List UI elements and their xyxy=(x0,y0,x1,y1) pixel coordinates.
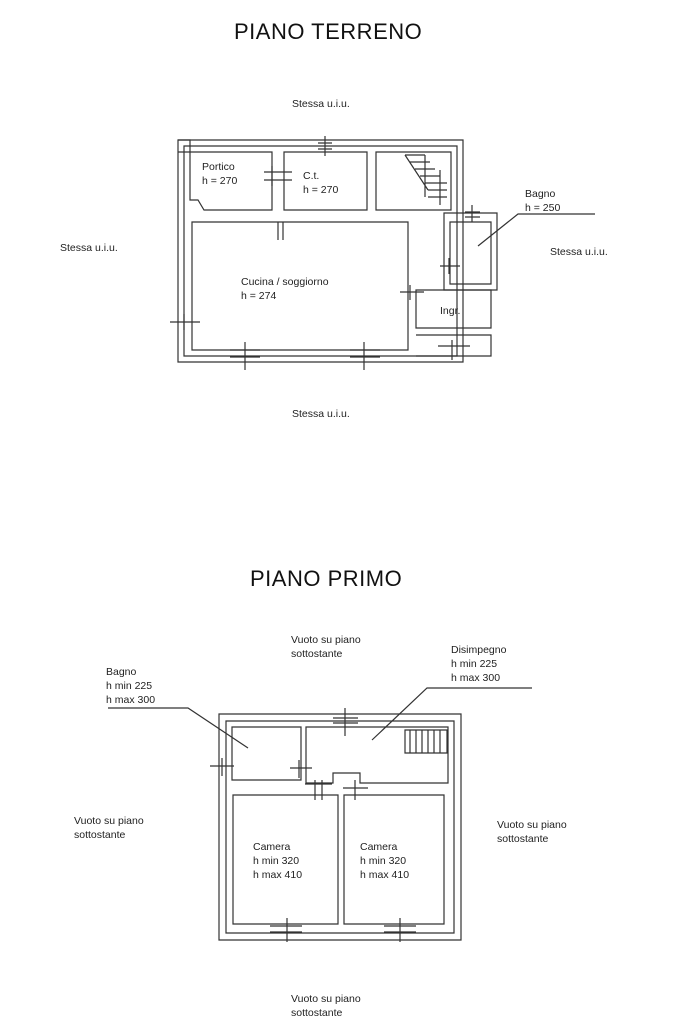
ground-floor-plan xyxy=(170,136,595,370)
cucina-name: Cucina / soggiorno xyxy=(241,276,329,288)
ingresso-name: Ingr. xyxy=(440,305,461,317)
ct-label: C.t. h = 270 xyxy=(303,169,338,197)
camera-left-hmin: h min 320 xyxy=(253,855,300,867)
bagno-first-name: Bagno xyxy=(106,666,137,678)
portico-label: Portico h = 270 xyxy=(202,160,237,188)
ground-floor-title: PIANO TERRENO xyxy=(234,19,423,44)
ingresso-label: Ingr. xyxy=(440,304,460,318)
ct-name: C.t. xyxy=(303,170,320,182)
camera-right-room xyxy=(343,794,445,925)
ground-surround-top: Stessa u.i.u. xyxy=(292,98,350,110)
portico-name: Portico xyxy=(202,161,235,173)
first-surround-top: Vuoto su piano sottostante xyxy=(291,633,361,661)
ground-surround-right: Stessa u.i.u. xyxy=(550,246,608,258)
disimpegno-name: Disimpegno xyxy=(451,644,507,656)
cucina-label: Cucina / soggiorno h = 274 xyxy=(241,275,329,303)
first-surround-left: Vuoto su piano sottostante xyxy=(74,814,144,842)
ingresso-room xyxy=(415,289,492,329)
ground-outer-wall xyxy=(177,139,464,363)
camera-right-hmin: h min 320 xyxy=(360,855,407,867)
bagno-first-hmax: h max 300 xyxy=(106,694,156,706)
first-surround-top-line1: Vuoto su piano xyxy=(291,634,361,646)
bagno-ground-height: h = 250 xyxy=(525,202,561,214)
stair-well xyxy=(375,151,452,211)
disimpegno-label: Disimpegno h min 225 h max 300 xyxy=(451,643,506,685)
bagno-first-label: Bagno h min 225 h max 300 xyxy=(106,665,155,707)
ct-room xyxy=(283,151,368,211)
camera-right-name: Camera xyxy=(360,841,398,853)
bagno-ground-room xyxy=(443,212,498,291)
first-surround-right-line1: Vuoto su piano xyxy=(497,819,567,831)
first-surround-bottom: Vuoto su piano sottostante xyxy=(291,992,361,1020)
ct-height: h = 270 xyxy=(303,184,339,196)
bagno-first-hmin: h min 225 xyxy=(106,680,153,692)
portico-room xyxy=(189,151,273,211)
ground-surround-bottom: Stessa u.i.u. xyxy=(292,408,350,420)
camera-left-label: Camera h min 320 h max 410 xyxy=(253,840,302,882)
first-surround-left-line1: Vuoto su piano xyxy=(74,815,144,827)
bagno-first-room xyxy=(231,726,302,781)
first-floor-plan xyxy=(108,687,532,942)
portico-height: h = 270 xyxy=(202,175,238,187)
camera-left-room xyxy=(232,794,339,925)
first-surround-left-line2: sottostante xyxy=(74,829,126,841)
bagno-ground-name: Bagno xyxy=(525,188,556,200)
first-floor-title: PIANO PRIMO xyxy=(250,566,403,591)
cucina-height: h = 274 xyxy=(241,290,277,302)
first-surround-right: Vuoto su piano sottostante xyxy=(497,818,567,846)
ground-surround-left: Stessa u.i.u. xyxy=(60,242,118,254)
disimpegno-hmax: h max 300 xyxy=(451,672,501,684)
camera-right-hmax: h max 410 xyxy=(360,869,410,881)
disimpegno-hmin: h min 225 xyxy=(451,658,498,670)
first-surround-bottom-line2: sottostante xyxy=(291,1007,343,1019)
camera-right-label: Camera h min 320 h max 410 xyxy=(360,840,409,882)
cucina-soggiorno-room xyxy=(191,221,409,351)
camera-left-name: Camera xyxy=(253,841,291,853)
first-outer-wall xyxy=(218,713,462,941)
bagno-ground-label: Bagno h = 250 xyxy=(525,187,560,215)
camera-left-hmax: h max 410 xyxy=(253,869,303,881)
first-surround-right-line2: sottostante xyxy=(497,833,549,845)
first-surround-bottom-line1: Vuoto su piano xyxy=(291,993,361,1005)
first-surround-top-line2: sottostante xyxy=(291,648,343,660)
